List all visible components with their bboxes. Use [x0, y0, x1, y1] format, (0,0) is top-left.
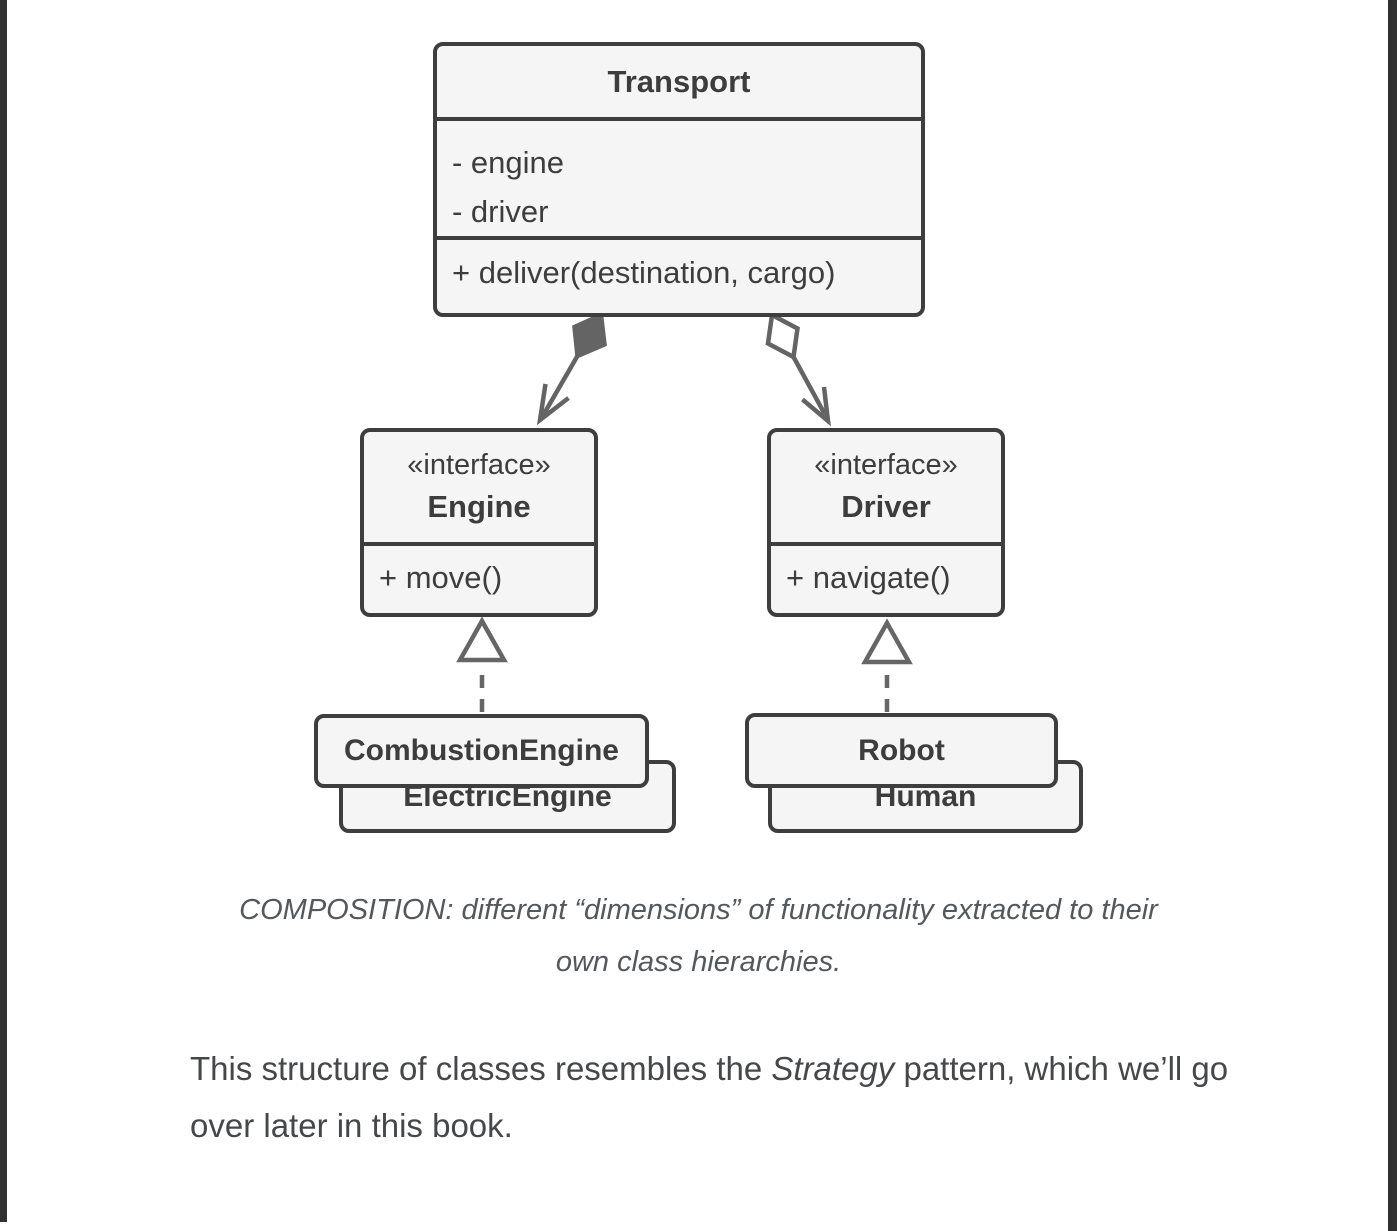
engine-header: «interface» Engine [364, 432, 594, 542]
realization-arrow-engine [456, 616, 508, 712]
class-name-transport: Transport [607, 63, 751, 99]
body-paragraph: This structure of classes resembles the … [190, 1040, 1245, 1154]
interface-name-engine: Engine [427, 489, 531, 524]
caption-line-1: COMPOSITION: different “dimensions” of f… [239, 894, 1158, 926]
paragraph-text-before: This structure of classes resembles the [190, 1050, 772, 1087]
driver-stereotype: «interface» [814, 449, 958, 481]
composition-arrow [536, 311, 607, 426]
transport-fields: - engine - driver [437, 117, 921, 236]
realization-arrow-driver [861, 618, 913, 712]
interface-name-driver: Driver [841, 489, 931, 524]
driver-header: «interface» Driver [771, 432, 1001, 542]
field-driver: - driver [452, 194, 549, 229]
uml-relationship-arrows [456, 311, 913, 712]
figure-caption: COMPOSITION: different “dimensions” of f… [0, 884, 1397, 988]
engine-stereotype: «interface» [407, 449, 551, 481]
interface-box-engine: «interface» Engine + move() [360, 428, 598, 617]
aggregation-arrow [765, 311, 831, 427]
caption-line-2: own class hierarchies. [555, 946, 842, 978]
class-box-combustionengine: CombustionEngine [314, 714, 649, 788]
method-navigate: + navigate() [771, 542, 1001, 609]
class-box-transport: Transport - engine - driver + deliver(de… [433, 42, 925, 317]
method-deliver: + deliver(destination, cargo) [437, 236, 921, 305]
class-box-robot: Robot [745, 713, 1058, 788]
paragraph-emphasis-strategy: Strategy [771, 1050, 895, 1087]
method-move: + move() [364, 542, 594, 609]
interface-box-driver: «interface» Driver + navigate() [767, 428, 1005, 617]
paragraph-text-after: pattern, which we’ll go over later in th… [190, 1050, 1229, 1144]
field-engine: - engine [452, 145, 565, 180]
left-edge-bar [0, 0, 7, 1222]
right-edge-bar [1388, 0, 1397, 1231]
